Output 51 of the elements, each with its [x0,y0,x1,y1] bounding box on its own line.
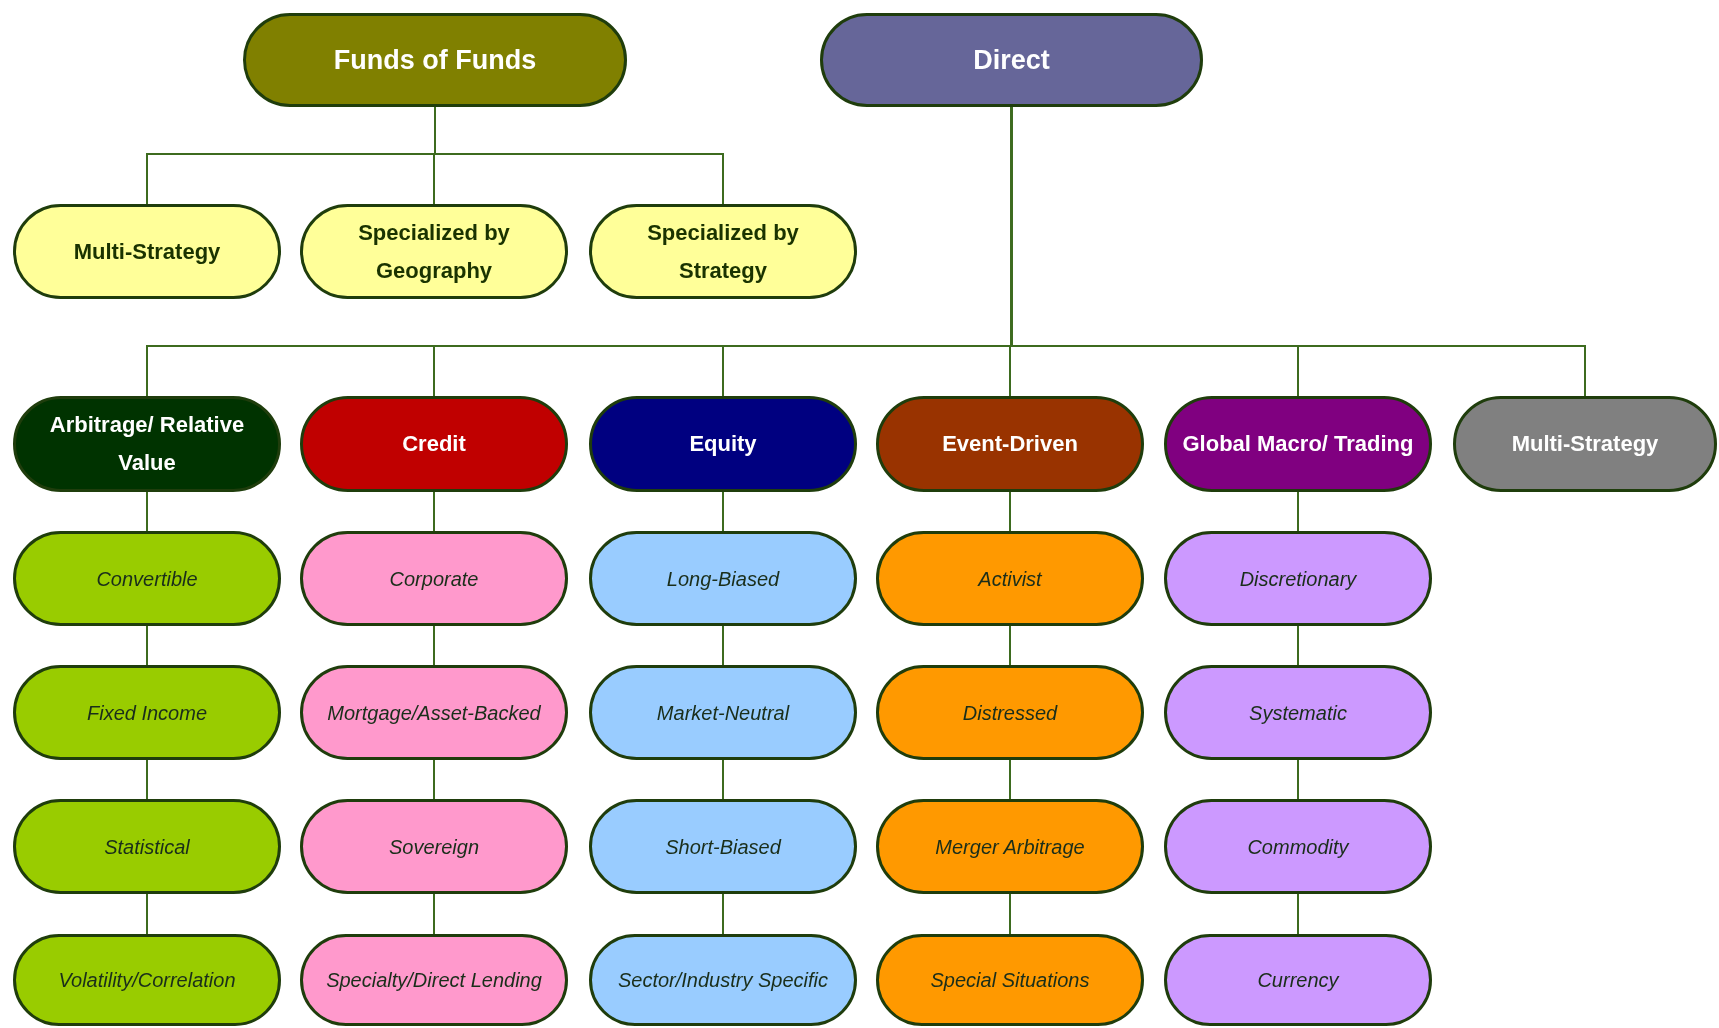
node-label: Merger Arbitrage [935,834,1085,860]
connector-line [146,625,148,666]
connector-line [146,893,148,935]
node-label: Convertible [96,566,198,592]
connector-line [722,759,724,800]
node-label: Systematic [1249,700,1347,726]
node-label: Specialized by Strategy [646,218,800,285]
node-label: Volatility/Correlation [58,968,236,993]
connector-line [1009,759,1011,800]
connector-line [722,491,724,532]
connector-line [1009,625,1011,666]
connector-line [722,625,724,666]
connector-line [1297,491,1299,532]
node-label: Global Macro/ Trading [1182,430,1414,458]
node-label: Event-Driven [942,430,1078,458]
node-label: Short-Biased [665,834,781,860]
node-label: Multi-Strategy [73,237,221,266]
connector-line [722,893,724,935]
node-label: Long-Biased [666,566,780,592]
node-label: Credit [402,430,466,458]
connector-line [433,491,435,532]
connector-line [146,491,148,532]
node-label: Sovereign [388,834,480,860]
node-label: Discretionary [1239,566,1357,592]
node-label: Distressed [962,700,1058,726]
node-label: Equity [689,430,757,458]
node-label: Specialty/Direct Lending [326,968,542,993]
node-label: Multi-Strategy [1511,430,1659,458]
connector-line [146,759,148,800]
node-label: Currency [1257,968,1339,993]
connector-line [1009,491,1011,532]
node-label: Statistical [104,834,190,860]
node-label: Commodity [1247,834,1349,860]
node-label: Special Situations [930,968,1090,993]
connector-line [1297,893,1299,935]
node-label: Market-Neutral [656,700,790,726]
node-label: Sector/Industry Specific [617,968,829,993]
connector-line [433,625,435,666]
node-label: Corporate [389,566,479,592]
connector-line [1297,625,1299,666]
node-label: Specialized by Geography [357,218,511,285]
node-label: Fixed Income [86,700,208,726]
connector-line [1297,759,1299,800]
connector-line [433,759,435,800]
node-label: Mortgage/Asset-Backed [327,700,541,726]
node-label: Arbitrage/ Relative Value [48,411,246,477]
node-label: Funds of Funds [333,43,537,77]
connector-line [433,893,435,935]
node-label: Direct [973,43,1050,77]
node-label: Activist [978,566,1042,592]
connector-line [1009,893,1011,935]
